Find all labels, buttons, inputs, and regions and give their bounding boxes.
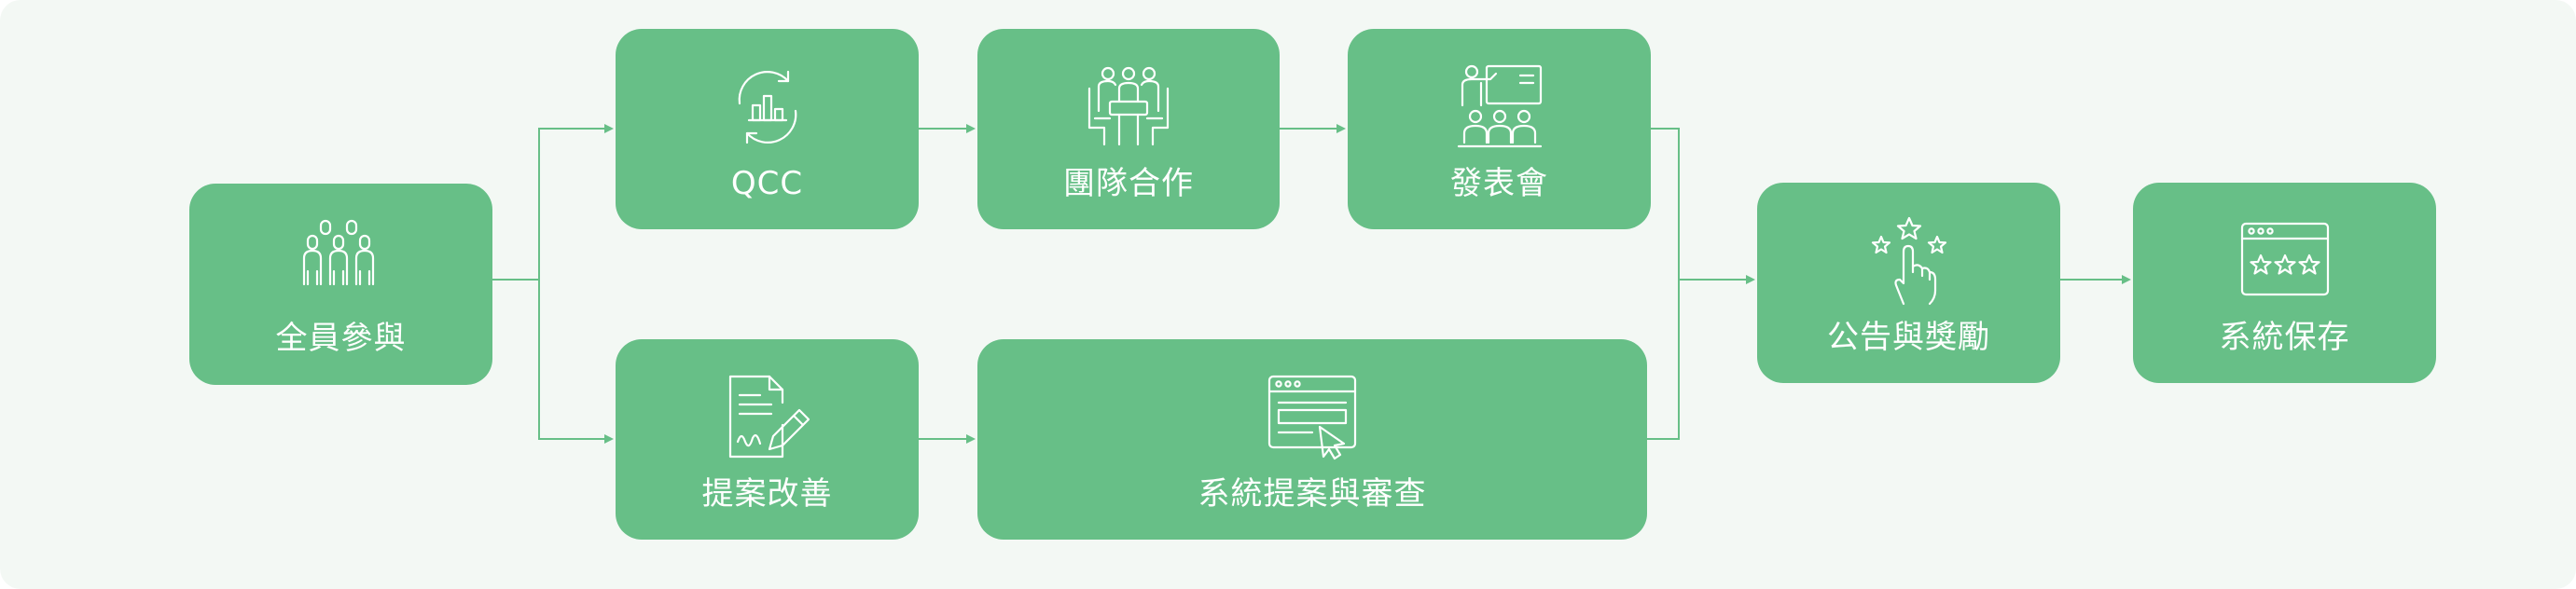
node-presentation: 發表會: [1348, 29, 1651, 229]
node-label: 系統保存: [2219, 319, 2350, 356]
node-all-participation: 全員參與: [189, 184, 492, 385]
node-announcement-reward: 公告與獎勵: [1757, 183, 2060, 383]
node-label: 發表會: [1450, 165, 1548, 202]
node-label: 系統提案與審查: [1198, 475, 1427, 513]
meeting-table-icon: [1082, 61, 1175, 154]
node-label: 提案改善: [701, 475, 833, 513]
node-label: 全員參與: [275, 320, 407, 357]
connector-all-to-proposal: [538, 280, 614, 444]
cycle-chart-icon: [721, 61, 814, 154]
document-pen-icon: [721, 371, 814, 464]
node-system-proposal-review: 系統提案與審查: [977, 339, 1647, 540]
node-label: 團隊合作: [1063, 165, 1194, 202]
browser-window-stars-icon: [2238, 214, 2332, 308]
connector-system-merge: [1647, 280, 1680, 440]
node-qcc: QCC: [616, 29, 919, 229]
node-label: 公告與獎勵: [1827, 319, 1990, 356]
presentation-board-icon: [1453, 61, 1546, 154]
node-proposal-improvement: 提案改善: [616, 339, 919, 540]
node-teamwork: 團隊合作: [977, 29, 1280, 229]
node-label: QCC: [730, 165, 804, 202]
hand-stars-icon: [1863, 214, 1956, 308]
browser-window-cursor-icon: [1266, 371, 1359, 464]
connector-all-to-qcc: [492, 124, 614, 281]
connector-presentation-merge: [1651, 128, 1680, 280]
group-people-icon: [295, 215, 388, 308]
node-system-storage: 系統保存: [2133, 183, 2436, 383]
